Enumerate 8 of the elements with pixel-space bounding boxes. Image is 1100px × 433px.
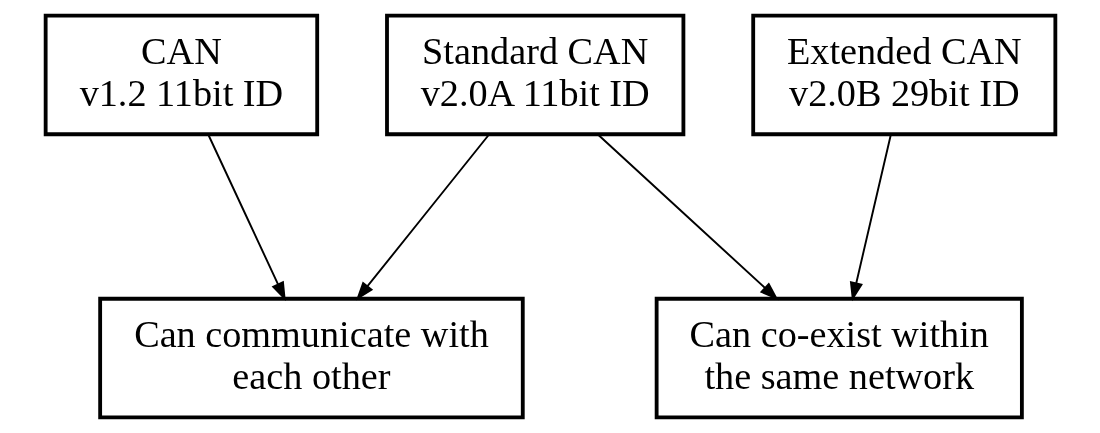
node-box: Standard CAN v2.0A 11bit ID — [384, 13, 685, 137]
node-box: Can communicate with each other — [97, 296, 525, 420]
arrow — [849, 133, 892, 302]
node-box: CAN v1.2 11bit ID — [43, 13, 319, 137]
node-box: Can co-exist within the same network — [654, 296, 1024, 420]
node-box: Extended CAN v2.0B 29bit ID — [750, 13, 1057, 137]
arrow — [355, 133, 490, 301]
arrow — [206, 133, 286, 301]
